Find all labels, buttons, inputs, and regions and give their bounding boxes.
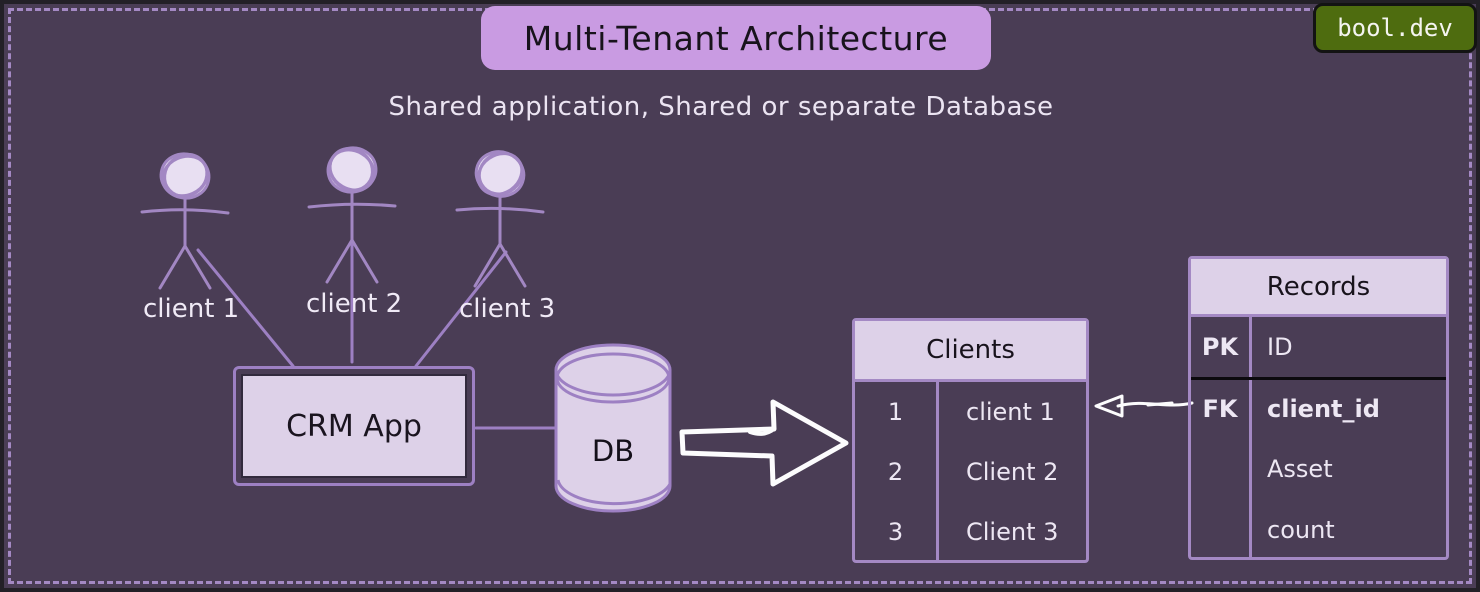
- table-row: count: [1191, 500, 1446, 560]
- client-name-cell: Client 3: [966, 518, 1059, 546]
- client-id-cell: 3: [887, 518, 904, 546]
- table-row: 1 client 1: [855, 382, 1086, 442]
- field-name-cell: ID: [1267, 333, 1293, 361]
- client-name-cell: Client 2: [966, 458, 1059, 486]
- client-id-cell: 1: [887, 398, 904, 426]
- person-icon-client1: [140, 152, 230, 290]
- table-row: 2 Client 2: [855, 442, 1086, 502]
- clients-table: Clients 1 client 1 2 Client 2 3 Client 3: [852, 318, 1089, 563]
- field-name-cell: count: [1267, 516, 1335, 544]
- page-subtitle: Shared application, Shared or separate D…: [388, 92, 1054, 122]
- clients-table-header: Clients: [855, 321, 1086, 382]
- page-title: Multi-Tenant Architecture: [481, 6, 991, 70]
- database-cylinder-icon: [554, 343, 672, 513]
- fk-reference-arrow-icon: [1094, 394, 1194, 418]
- crm-app-box: CRM App: [233, 366, 475, 486]
- records-table-header: Records: [1191, 259, 1446, 317]
- records-table: Records PK ID FK client_id Asset count: [1188, 256, 1449, 560]
- table-row: PK ID: [1191, 317, 1446, 377]
- client-id-cell: 2: [887, 458, 904, 486]
- table-row: Asset: [1191, 438, 1446, 500]
- crm-app-inner: CRM App: [241, 374, 467, 478]
- table-row: FK client_id: [1191, 380, 1446, 438]
- db-label: DB: [591, 434, 635, 468]
- client-name-cell: client 1: [966, 398, 1055, 426]
- client2-label: client 2: [306, 289, 403, 319]
- field-name-cell: client_id: [1267, 395, 1380, 423]
- clients-table-title: Clients: [926, 335, 1015, 365]
- client1-label: client 1: [143, 294, 240, 324]
- records-table-body: PK ID FK client_id Asset count: [1191, 317, 1446, 560]
- records-table-column-divider: [1249, 317, 1252, 560]
- table-row: 3 Client 3: [855, 502, 1086, 562]
- clients-table-column-divider: [936, 382, 939, 562]
- brand-text: bool.dev: [1337, 14, 1453, 42]
- person-icon-client3: [455, 150, 545, 288]
- person-icon-client2: [307, 146, 397, 284]
- key-type-cell: PK: [1201, 333, 1239, 361]
- page-title-text: Multi-Tenant Architecture: [523, 18, 949, 58]
- flow-arrow-icon: [679, 399, 849, 487]
- field-name-cell: Asset: [1267, 455, 1333, 483]
- clients-table-body: 1 client 1 2 Client 2 3 Client 3: [855, 382, 1086, 562]
- crm-app-label: CRM App: [286, 408, 422, 444]
- pk-fk-divider: [1191, 377, 1446, 380]
- records-table-title: Records: [1266, 271, 1371, 302]
- client3-label: client 3: [459, 294, 556, 324]
- brand-badge: bool.dev: [1313, 3, 1477, 53]
- key-type-cell: FK: [1202, 395, 1238, 423]
